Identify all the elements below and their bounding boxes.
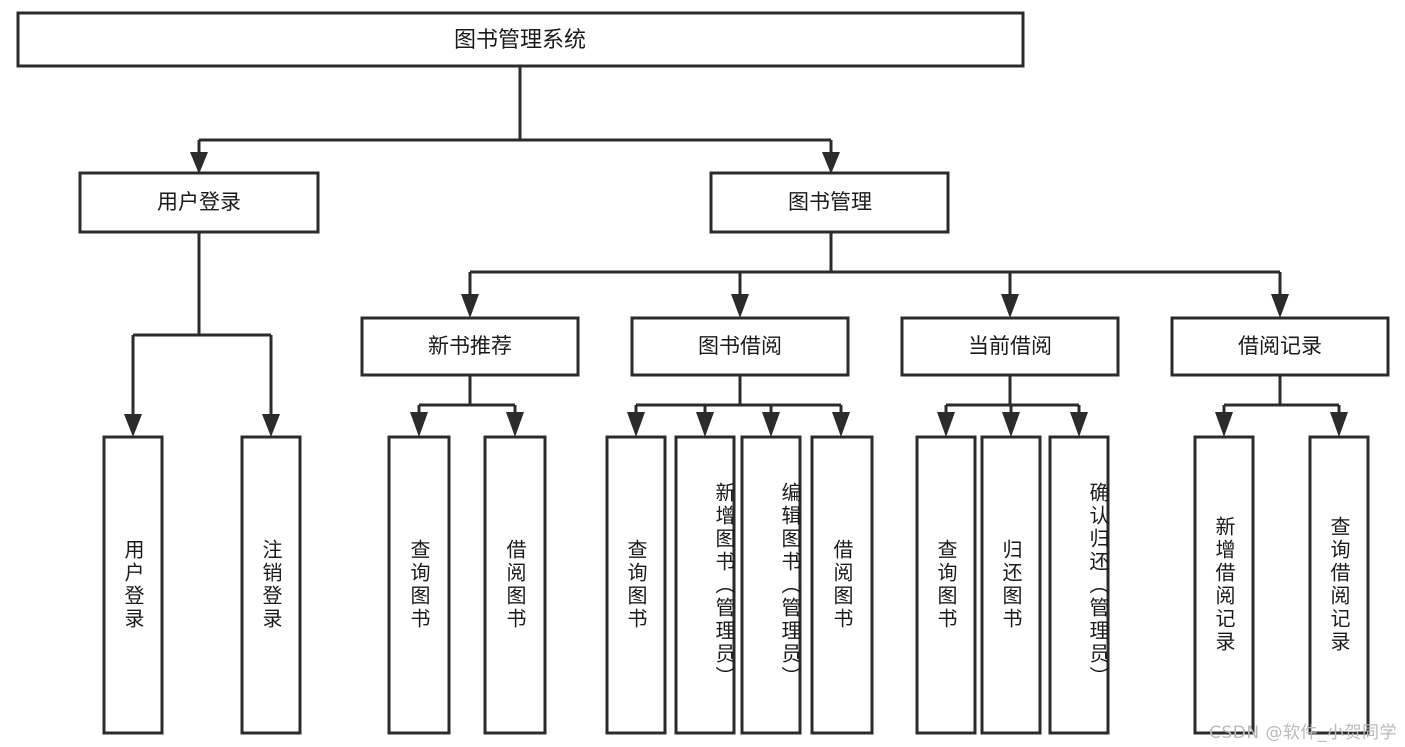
node-book-borrow[interactable]: 图书借阅 (630, 316, 850, 377)
leaf-box-query-book-2[interactable] (605, 435, 667, 735)
arrow-head-leaf-user-login (124, 414, 142, 437)
arrow-head-book-borrow (731, 294, 749, 318)
node-current-borrow[interactable]: 当前借阅 (900, 316, 1120, 377)
leaf-box-user-logout[interactable] (240, 435, 302, 735)
arrow-head-leaf-query-book-3 (937, 412, 955, 437)
node-new-book-recommend-label: 新书推荐 (428, 334, 512, 358)
node-root-system-label: 图书管理系统 (454, 28, 586, 53)
leaf-box-query-record[interactable] (1308, 435, 1370, 735)
arrow-head-leaf-return-book (1002, 412, 1020, 437)
leaf-box-confirm-return[interactable] (1048, 435, 1110, 735)
node-new-book-recommend-box[interactable] (360, 316, 580, 377)
connector-borrow-record-to-leaves (1215, 375, 1348, 437)
connector-book-management-to-level3 (461, 232, 1289, 318)
arrow-head-current-borrow (1001, 294, 1019, 318)
node-book-management-label: 图书管理 (788, 190, 872, 214)
node-borrow-record[interactable]: 借阅记录 (1170, 316, 1390, 377)
leaf-box-user-login[interactable] (102, 435, 164, 735)
leaf-box-edit-book[interactable] (740, 435, 802, 735)
node-user-login-label: 用户登录 (157, 190, 241, 214)
node-new-book-recommend[interactable]: 新书推荐 (360, 316, 580, 377)
node-root-system-box[interactable] (16, 11, 1025, 68)
arrow-head-book-management (822, 152, 840, 174)
arrow-head-leaf-confirm-return (1070, 412, 1088, 437)
leaf-box-borrow-book-2[interactable] (810, 435, 874, 735)
connector-current-borrow-to-leaves (937, 375, 1088, 437)
leaf-box-query-book-3[interactable] (915, 435, 977, 735)
node-user-login-box[interactable] (78, 171, 320, 234)
connector-user-login-to-leaves (124, 232, 280, 437)
node-book-borrow-box[interactable] (630, 316, 850, 377)
arrow-head-leaf-add-book (696, 412, 714, 437)
leaf-box-borrow-book-1[interactable] (483, 435, 547, 735)
connector-root-to-level2 (190, 66, 840, 174)
watermark-text: CSDN @软件_小贺同学 (1209, 723, 1397, 743)
arrow-head-leaf-edit-book (762, 412, 780, 437)
arrow-head-leaf-query-book-1 (410, 412, 428, 437)
node-book-management[interactable]: 图书管理 (709, 171, 950, 234)
arrow-head-leaf-query-record (1330, 412, 1348, 437)
arrow-head-leaf-query-book-2 (627, 412, 645, 437)
node-borrow-record-box[interactable] (1170, 316, 1390, 377)
arrow-head-leaf-user-logout (262, 414, 280, 437)
arrow-head-new-book-recommend (461, 294, 479, 318)
leaf-box-add-book[interactable] (674, 435, 736, 735)
arrow-head-user-login (190, 152, 208, 174)
node-root-system[interactable]: 图书管理系统 (16, 11, 1025, 68)
connector-new-book-to-leaves (410, 375, 524, 437)
arrow-head-leaf-add-record (1215, 412, 1233, 437)
node-book-management-box[interactable] (709, 171, 950, 234)
connector-book-borrow-to-leaves (627, 375, 850, 437)
node-user-login[interactable]: 用户登录 (78, 171, 320, 234)
arrow-head-leaf-borrow-book-2 (832, 412, 850, 437)
leaf-box-query-book-1[interactable] (387, 435, 451, 735)
arrow-head-borrow-record (1271, 294, 1289, 318)
node-borrow-record-label: 借阅记录 (1238, 334, 1322, 358)
node-current-borrow-label: 当前借阅 (968, 334, 1052, 358)
node-book-borrow-label: 图书借阅 (698, 334, 782, 358)
leaf-box-add-record[interactable] (1193, 435, 1255, 735)
arrow-head-leaf-borrow-book-1 (506, 412, 524, 437)
leaf-box-return-book[interactable] (980, 435, 1042, 735)
node-current-borrow-box[interactable] (900, 316, 1120, 377)
